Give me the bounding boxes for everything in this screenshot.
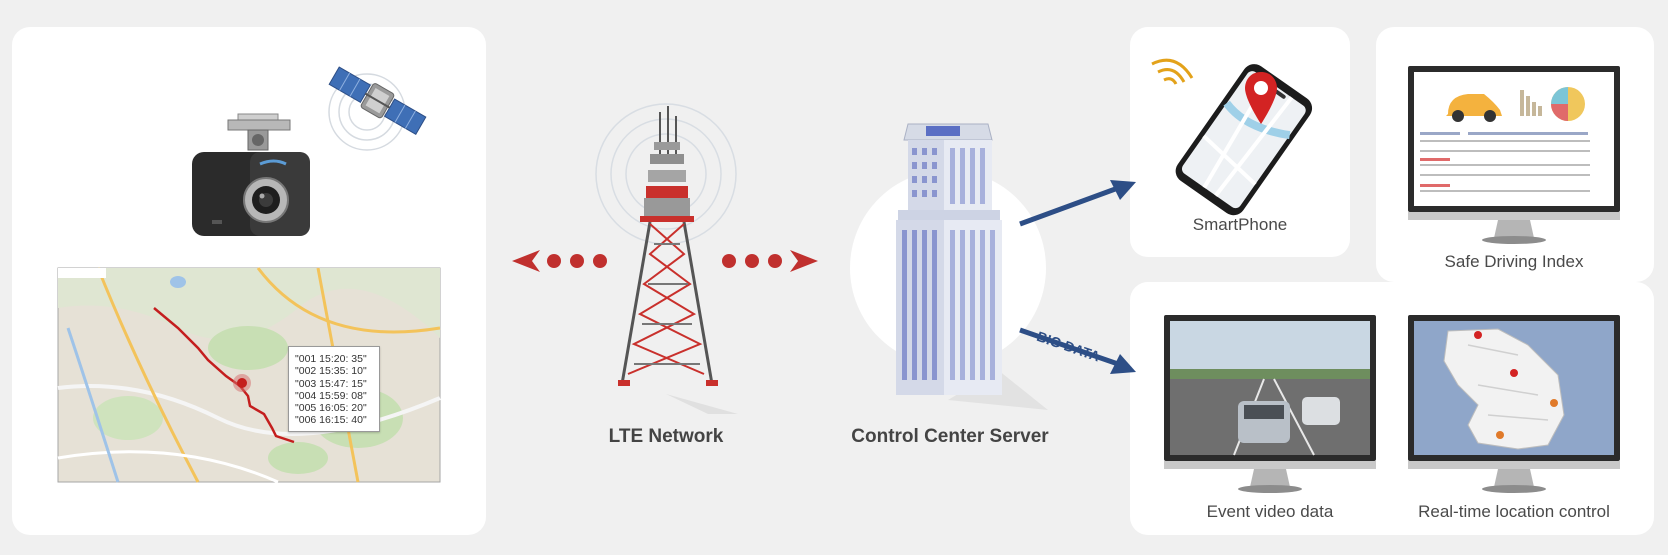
route-log-box: "001 15:20: 35" "002 15:35: 10" "003 15:…	[288, 346, 380, 432]
smartphone-label: SmartPhone	[1192, 215, 1288, 234]
route-point: "006 16:15: 40"	[295, 414, 367, 427]
safe-driving-label: Safe Driving Index	[1444, 252, 1584, 271]
left-arrow	[512, 250, 607, 272]
location-pin-icon	[1245, 72, 1277, 124]
building-icon	[850, 123, 1048, 410]
route-point: "004 15:59: 08"	[295, 389, 367, 402]
event-video-label: Event video data	[1206, 502, 1334, 521]
map-icon	[57, 267, 441, 484]
route-point: "003 15:47: 15"	[295, 377, 367, 390]
lte-network-label: LTE Network	[608, 426, 724, 447]
realtime-location-label: Real-time location control	[1418, 502, 1610, 521]
arrow-to-smartphone	[1019, 180, 1136, 227]
monitor-icon	[1408, 315, 1620, 493]
route-point: "002 15:35: 10"	[295, 365, 367, 378]
monitor-icon	[1164, 315, 1376, 493]
satellite-icon	[328, 66, 427, 151]
route-point: "005 16:05: 20"	[295, 402, 367, 415]
monitor-icon	[1408, 66, 1620, 244]
right-arrow	[722, 250, 818, 272]
smartphone-icon	[1151, 58, 1313, 216]
tower-icon	[595, 103, 738, 414]
route-point: "001 15:20: 35"	[295, 353, 367, 365]
arrow-to-services	[1019, 327, 1136, 374]
control-center-label: Control Center Server	[851, 426, 1049, 447]
dashcam-icon	[192, 113, 310, 236]
